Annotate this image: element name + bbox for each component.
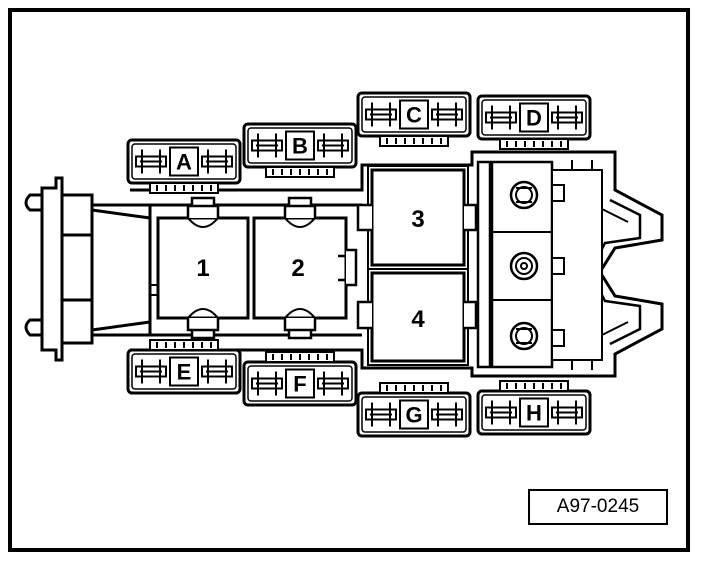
fuse-holder-e: E — [126, 339, 242, 395]
reference-code: A97-0245 — [528, 489, 668, 525]
fuse-holder-f-label: F — [293, 372, 306, 397]
fuse-holder-d-label: D — [526, 106, 542, 131]
fuse-holder-g: G — [356, 382, 472, 438]
fuse-holder-g-label: G — [405, 403, 422, 428]
fuse-holder-h-label: H — [526, 401, 542, 426]
relay-3 — [356, 165, 478, 270]
terminal-screw-top — [509, 180, 539, 210]
relay-1-label: 1 — [196, 255, 209, 282]
relay-1 — [150, 196, 250, 340]
relay-3-label: 3 — [411, 206, 424, 233]
left-mounting-bracket — [24, 176, 151, 362]
fuse-holder-c-label: C — [406, 103, 422, 128]
fuse-holder-h: H — [476, 380, 592, 436]
terminal-screw-middle — [509, 251, 539, 281]
fuse-holder-f: F — [242, 351, 358, 407]
fuse-holder-b: B — [242, 122, 358, 178]
fuse-holder-c: C — [356, 91, 472, 147]
relay-4 — [356, 268, 478, 366]
fuse-holder-a-label: A — [176, 150, 192, 175]
relay-2 — [252, 196, 358, 340]
fuse-holder-d: D — [476, 94, 592, 150]
relay-4-label: 4 — [411, 306, 425, 333]
relay-2-label: 2 — [291, 255, 304, 282]
fuse-holder-e-label: E — [177, 360, 192, 385]
fuse-holders: A B C D E F G H — [126, 91, 592, 438]
fuse-holder-a: A — [126, 138, 242, 194]
terminal-screw-bottom — [509, 321, 539, 351]
fuse-holder-b-label: B — [292, 134, 308, 159]
terminal-block — [476, 160, 603, 370]
